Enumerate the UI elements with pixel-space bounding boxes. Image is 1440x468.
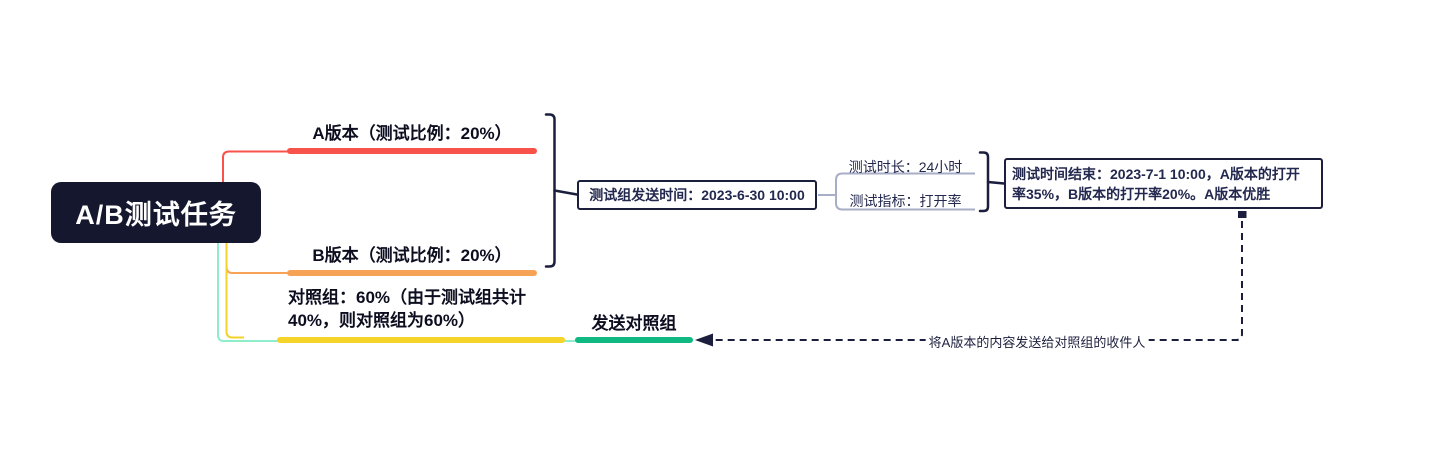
topic-test-indicator[interactable]: 测试指标：打开率 (849, 193, 962, 209)
relationship-start-cap (1238, 211, 1247, 218)
topic-version-b-label[interactable]: B版本（测试比例：20%） (312, 246, 512, 265)
branch-line-version-b (225, 242, 288, 274)
topic-version-b-underline[interactable] (287, 270, 537, 276)
topic-send-control-label[interactable]: 发送对照组 (591, 314, 677, 333)
topic-version-a-underline[interactable] (287, 148, 537, 154)
branch-line-control-group (225, 242, 244, 339)
branch-line-version-a (222, 150, 288, 183)
topic-control-group[interactable]: 对照组：60%（由于测试组共计 40%，则对照组为60%） (288, 286, 526, 332)
topic-result-box[interactable]: 测试时间结束：2023-7-1 10:00，A版本的打开 率35%，B版本的打开… (1004, 158, 1323, 209)
bracket-ab-versions (544, 113, 556, 268)
topic-send-time-box[interactable]: 测试组发送时间：2023-6-30 10:00 (577, 180, 817, 210)
topic-control-group-line1: 对照组：60%（由于测试组共计 (288, 288, 527, 307)
relationship-arrowhead-icon (695, 333, 713, 347)
topic-control-group-line2: 40%，则对照组为60%） (288, 311, 476, 330)
topic-version-a-label[interactable]: A版本（测试比例：20%） (312, 124, 512, 143)
root-topic-label: A/B测试任务 (75, 200, 237, 230)
topic-send-control-underline[interactable] (575, 337, 693, 343)
bracket-ab-versions-tick (553, 189, 579, 196)
topic-result-line2: 率35%，B版本的打开率20%。A版本优胜 (1012, 185, 1271, 202)
relationship-dashed-line (714, 221, 1243, 341)
topic-result-line1: 测试时间结束：2023-7-1 10:00，A版本的打开 (1012, 165, 1300, 182)
topic-test-duration[interactable]: 测试时长：24小时 (848, 159, 963, 175)
bracket-metrics (978, 151, 990, 213)
topic-send-time-label: 测试组发送时间：2023-6-30 10:00 (589, 187, 805, 203)
topic-control-group-underline[interactable] (277, 337, 565, 343)
bracket-metrics-tick (986, 180, 1006, 185)
root-topic[interactable]: A/B测试任务 (51, 182, 261, 243)
relationship-label[interactable]: 将A版本的内容发送给对照组的收件人 (925, 332, 1149, 351)
